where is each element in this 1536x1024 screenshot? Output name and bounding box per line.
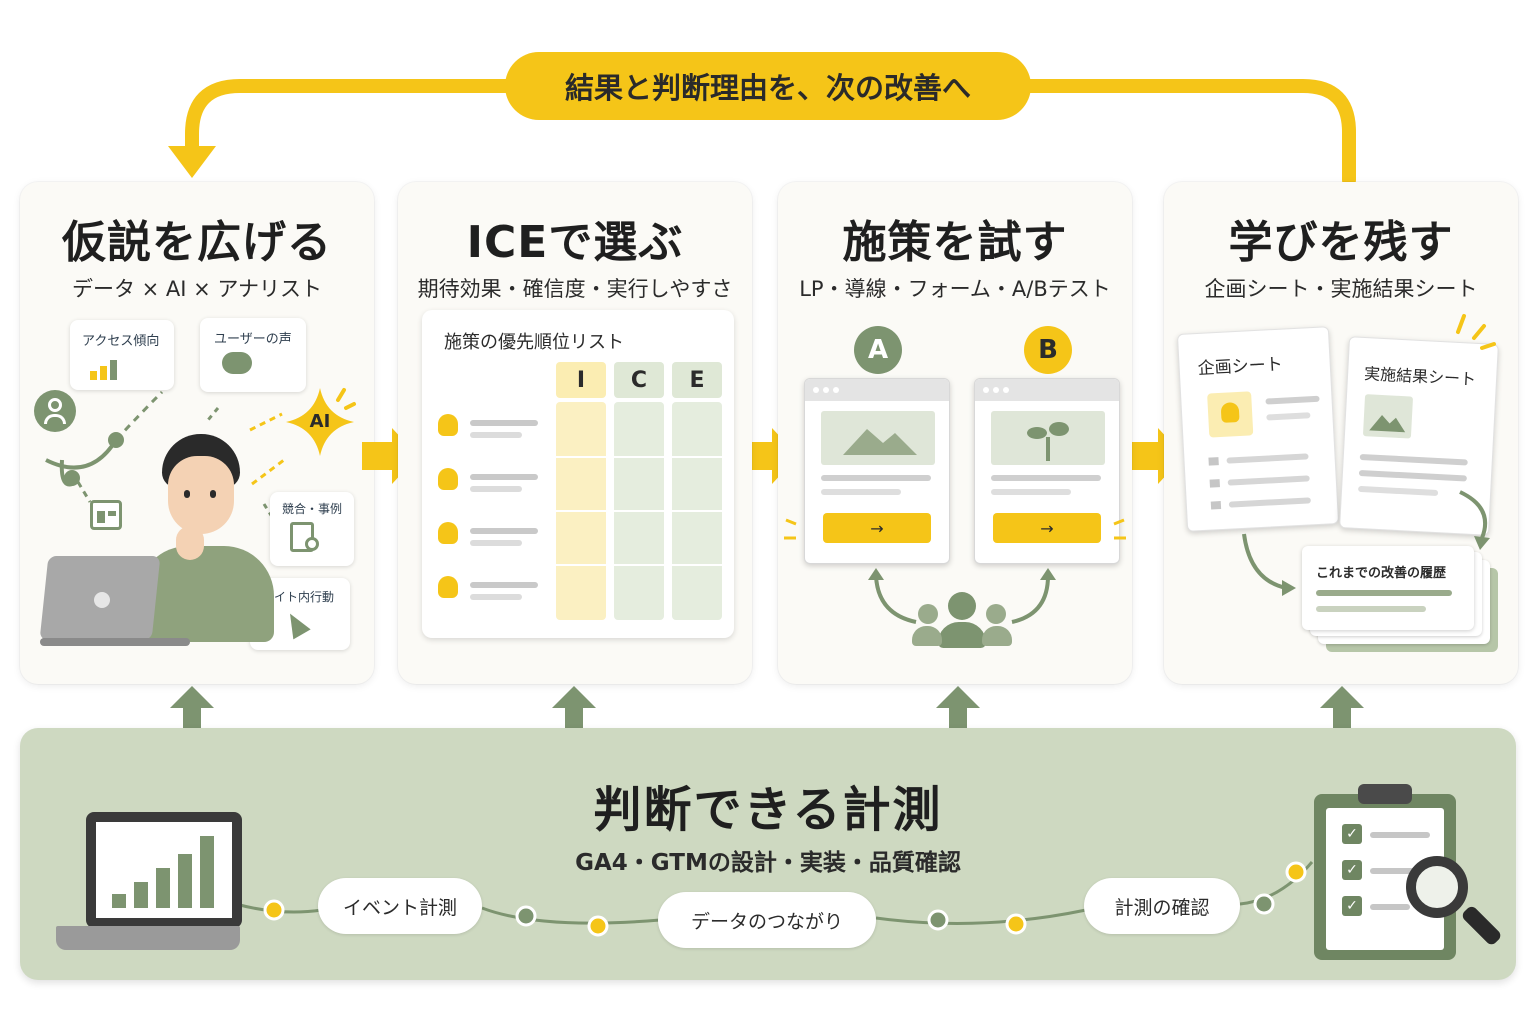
users-group-icon xyxy=(912,590,1012,650)
step-card-hypothesis: 仮説を広げる データ × AI × アナリスト アクセス傾向 ユーザーの声 AI xyxy=(20,182,374,684)
history-stack: これまでの改善の履歴 xyxy=(1302,546,1502,656)
result-sheet: 実施結果シート xyxy=(1339,336,1499,536)
tag-competitor-cases: 競合・事例 xyxy=(270,492,354,566)
list-item xyxy=(438,468,548,498)
idea-connector-lines xyxy=(45,390,285,521)
analyst-person xyxy=(124,434,274,644)
node-data-connection: データのつながり xyxy=(658,892,876,948)
list-item xyxy=(438,576,548,606)
tag-access-trend: アクセス傾向 xyxy=(70,320,174,390)
bar-chart-icon xyxy=(90,358,130,380)
variant-b-badge: B xyxy=(1024,326,1072,374)
up-arrow-1 xyxy=(170,686,214,744)
step-title: ICEで選ぶ xyxy=(466,217,684,268)
tag-label: 競合・事例 xyxy=(282,502,343,516)
variant-b-page: → xyxy=(974,378,1120,564)
learning-flow-arrows xyxy=(1242,314,1496,596)
column-header-e: E xyxy=(672,362,722,398)
laptop-icon xyxy=(39,556,190,648)
cta-button-b: → xyxy=(993,513,1101,543)
image-placeholder-icon xyxy=(1362,394,1414,439)
speech-bubble-icon xyxy=(222,352,252,374)
image-placeholder-icon xyxy=(821,411,935,465)
priority-list-title: 施策の優先順位リスト xyxy=(444,332,624,353)
tag-label: アクセス傾向 xyxy=(82,334,160,349)
user-icon xyxy=(34,390,76,432)
lightbulb-icon xyxy=(438,522,458,544)
list-item xyxy=(438,414,548,444)
node-measurement-check: 計測の確認 xyxy=(1084,878,1240,934)
measurement-subtitle: GA4・GTMの設計・実装・品質確認 xyxy=(575,850,961,876)
lightbulb-icon xyxy=(438,576,458,598)
list-row-dividers xyxy=(434,402,724,620)
column-header-i: I xyxy=(556,362,606,398)
step-title: 施策を試す xyxy=(842,217,1068,268)
variant-a-badge: A xyxy=(854,326,902,374)
checkbox-icon: ✓ xyxy=(1342,824,1362,844)
checkbox-icon: ✓ xyxy=(1342,860,1362,880)
ai-label: AI xyxy=(309,411,331,432)
up-arrow-3 xyxy=(936,686,980,744)
user-split-arrows xyxy=(784,518,1126,624)
document-search-icon xyxy=(290,522,319,552)
step-card-learnings: 学びを残す 企画シート・実施結果シート 企画シート 実施結果シート xyxy=(1164,182,1518,684)
ai-star-icon: AI xyxy=(282,384,358,460)
node-event-tracking: イベント計測 xyxy=(318,878,482,934)
priority-list-panel: 施策の優先順位リスト I C E xyxy=(422,310,734,638)
step-title: 学びを残す xyxy=(1228,217,1454,268)
history-label: これまでの改善の履歴 xyxy=(1316,566,1447,581)
tag-user-voice: ユーザーの声 xyxy=(200,318,306,392)
tag-label: サイト内行動 xyxy=(262,590,335,604)
tag-label: ユーザーの声 xyxy=(214,332,292,347)
person-hand xyxy=(176,526,204,560)
loop-label: 結果と判断理由を、次の改善へ xyxy=(505,52,1031,120)
step-subtitle: 企画シート・実施結果シート xyxy=(1204,277,1478,301)
checklist-clipboard-icon: ✓ ✓ ✓ xyxy=(1306,780,1503,960)
step-card-test: 施策を試す LP・導線・フォーム・A/Bテスト A B → → xyxy=(778,182,1132,684)
list-item xyxy=(438,522,548,552)
step-subtitle: LP・導線・フォーム・A/Bテスト xyxy=(799,277,1111,301)
checkbox-icon: ✓ xyxy=(1342,896,1362,916)
person-face xyxy=(168,456,234,534)
step-card-ice: ICEで選ぶ 期待効果・確信度・実行しやすさ 施策の優先順位リスト I C E xyxy=(398,182,752,684)
cta-button-a: → xyxy=(823,513,931,543)
column-header-c: C xyxy=(614,362,664,398)
step-title: 仮説を広げる xyxy=(62,217,332,268)
variant-a-page: → xyxy=(804,378,950,564)
measurement-title: 判断できる計測 xyxy=(593,782,943,838)
person-body xyxy=(138,546,274,642)
magnifier-icon xyxy=(1406,856,1468,918)
sprout-icon xyxy=(991,411,1105,465)
up-arrow-2 xyxy=(552,686,596,744)
step-subtitle: データ × AI × アナリスト xyxy=(71,277,323,301)
dashboard-icon xyxy=(90,500,122,530)
step-subtitle: 期待効果・確信度・実行しやすさ xyxy=(417,277,733,301)
up-arrow-4 xyxy=(1320,686,1364,744)
analytics-laptop-icon xyxy=(56,812,250,952)
lightbulb-icon xyxy=(438,468,458,490)
lightbulb-icon xyxy=(438,414,458,436)
